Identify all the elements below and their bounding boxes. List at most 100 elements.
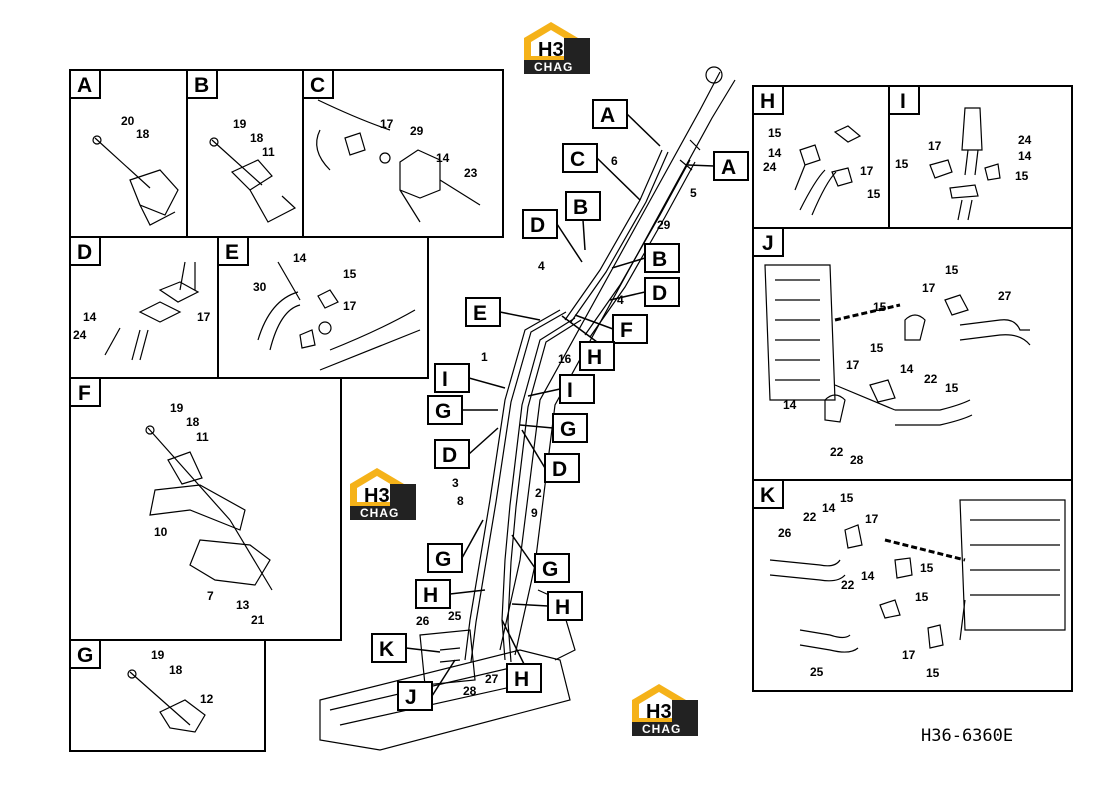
- panel-a-part-label: 18: [136, 127, 150, 141]
- panel-i-letter: I: [900, 90, 906, 113]
- panel-f-letter: F: [78, 382, 91, 405]
- panel-b-part-label: 19: [233, 117, 247, 131]
- panel-f-part-label: 18: [186, 415, 200, 429]
- main-callout-d: D: [530, 214, 545, 237]
- main-part-label: 28: [463, 684, 477, 698]
- brand-logo-top: H3 CHAG: [524, 22, 590, 74]
- main-callout-g: G: [435, 548, 451, 571]
- main-callout-g: G: [542, 558, 558, 581]
- panel-c-part-label: 14: [436, 151, 450, 165]
- panel-a-part-label: 20: [121, 114, 135, 128]
- panel-k-part-label: 15: [926, 666, 940, 680]
- svg-text:CHAG: CHAG: [642, 722, 681, 736]
- panel-k-part-label: 26: [778, 526, 792, 540]
- panel-j-letter: J: [762, 232, 774, 255]
- panel-h-part-label: 17: [860, 164, 874, 178]
- main-callout-a: A: [600, 104, 615, 127]
- main-part-label: 4: [538, 259, 545, 273]
- panel-k-letter: K: [760, 484, 775, 507]
- svg-text:H3: H3: [364, 485, 390, 507]
- panel-h-part-label: 15: [768, 126, 782, 140]
- panel-c-letter: C: [310, 74, 325, 97]
- main-part-label: 5: [690, 186, 697, 200]
- panel-c-part-label: 17: [380, 117, 394, 131]
- panel-g-letter: G: [77, 644, 93, 667]
- panel-g-part-label: 12: [200, 692, 214, 706]
- main-callout-d: D: [552, 458, 567, 481]
- panel-f-part-label: 10: [154, 525, 168, 539]
- main-callout-b: B: [652, 248, 667, 271]
- panel-k-part-label: 22: [841, 578, 855, 592]
- panel-c-part-label: 23: [464, 166, 478, 180]
- panel-d-letter: D: [77, 241, 92, 264]
- panel-f-part-label: 19: [170, 401, 184, 415]
- main-callout-g: G: [560, 418, 576, 441]
- panel-e-part-label: 17: [343, 299, 357, 313]
- panel-e-letter: E: [225, 241, 239, 264]
- main-callout-g: G: [435, 400, 451, 423]
- main-callout-h: H: [423, 584, 438, 607]
- panel-i-part-label: 15: [895, 157, 909, 171]
- panel-k-part-label: 25: [810, 665, 824, 679]
- panel-e-part-label: 30: [253, 280, 267, 294]
- panel-j-part-label: 15: [870, 341, 884, 355]
- panel-b-letter: B: [194, 74, 209, 97]
- panel-g-part-label: 18: [169, 663, 183, 677]
- main-callout-e: E: [473, 302, 487, 325]
- svg-text:H3: H3: [538, 39, 564, 61]
- main-callout-k: K: [379, 638, 394, 661]
- panel-i-part-label: 24: [1018, 133, 1032, 147]
- main-callout-d: D: [652, 282, 667, 305]
- panel-j-part-label: 14: [900, 362, 914, 376]
- panel-j-part-label: 28: [850, 453, 864, 467]
- panel-k-part-label: 15: [920, 561, 934, 575]
- panel-k-part-label: 17: [865, 512, 879, 526]
- main-callout-a: A: [721, 156, 736, 179]
- main-part-label: 9: [531, 506, 538, 520]
- main-part-label: 4: [617, 293, 624, 307]
- panel-k-part-label: 14: [822, 501, 836, 515]
- brand-logo-middle: H3 CHAG: [350, 468, 416, 520]
- panel-e-part-label: 15: [343, 267, 357, 281]
- panel-k-part-label: 14: [861, 569, 875, 583]
- panel-j-part-label: 22: [830, 445, 844, 459]
- main-part-label: 8: [457, 494, 464, 508]
- main-part-label: 3: [452, 476, 459, 490]
- svg-text:CHAG: CHAG: [360, 506, 399, 520]
- panel-h-part-label: 14: [768, 146, 782, 160]
- panel-i-part-label: 15: [1015, 169, 1029, 183]
- main-part-label: 27: [485, 672, 499, 686]
- panel-b-part-label: 18: [250, 131, 264, 145]
- panel-j-part-label: 17: [922, 281, 936, 295]
- panel-j-part-label: 14: [783, 398, 797, 412]
- main-callout-f: F: [620, 319, 633, 342]
- panel-d-part-label: 24: [73, 328, 87, 342]
- panel-f-part-label: 7: [207, 589, 214, 603]
- panel-b-part-label: 11: [262, 145, 275, 159]
- drawing-code: H36-6360E: [921, 726, 1013, 746]
- panel-d-part-label: 17: [197, 310, 211, 324]
- panel-f-part-label: 11: [196, 430, 209, 444]
- main-callout-h: H: [555, 596, 570, 619]
- panel-h-part-label: 24: [763, 160, 777, 174]
- main-part-label: 26: [416, 614, 430, 628]
- main-callout-h: H: [587, 346, 602, 369]
- panel-k-part-label: 22: [803, 510, 817, 524]
- main-part-label: 16: [558, 352, 572, 366]
- main-callout-d: D: [442, 444, 457, 467]
- main-callout-j: J: [405, 686, 417, 709]
- panel-d-part-label: 14: [83, 310, 97, 324]
- panel-h-letter: H: [760, 90, 775, 113]
- panel-h-part-label: 15: [867, 187, 881, 201]
- brand-logo-bottom: H3 CHAG: [632, 684, 698, 736]
- panel-j-part-label: 27: [998, 289, 1012, 303]
- main-callout-h: H: [514, 668, 529, 691]
- panel-i-part-label: 17: [928, 139, 942, 153]
- svg-text:H3: H3: [646, 701, 672, 723]
- panel-j-part-label: 15: [945, 263, 959, 277]
- main-part-label: 6: [611, 154, 618, 168]
- panel-j-part-label: 15: [873, 300, 887, 314]
- panel-j-part-label: 17: [846, 358, 860, 372]
- main-callout-c: C: [570, 148, 585, 171]
